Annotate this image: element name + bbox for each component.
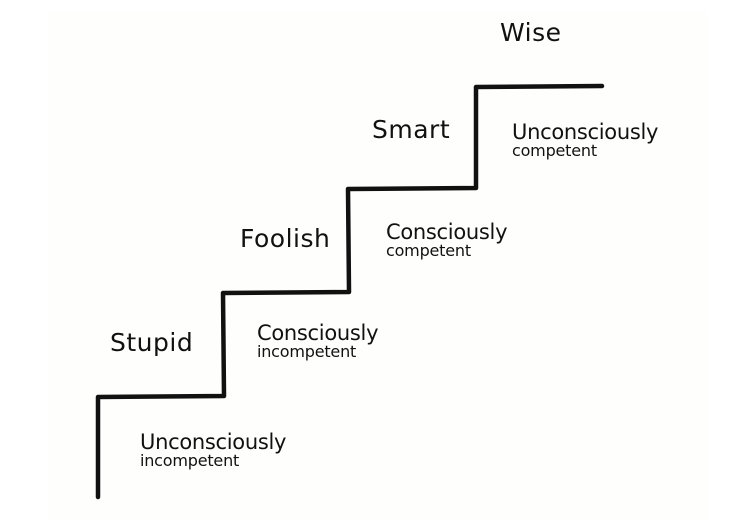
stage-line-2: competent: [386, 241, 471, 260]
stage-label-unconsciously-competent: Unconsciously competent: [512, 122, 658, 159]
stage-line-2: incompetent: [257, 342, 357, 361]
level-label-foolish: Foolish: [240, 224, 331, 253]
stage-line-2: competent: [512, 141, 597, 160]
stage-line-2: incompetent: [140, 451, 240, 470]
stage-line-1: Consciously: [386, 220, 508, 244]
stage-label-consciously-incompetent: Consciously incompetent: [257, 321, 379, 361]
stage-line-1: Consciously: [257, 321, 379, 345]
level-label-stupid: Stupid: [110, 328, 194, 357]
level-label-wise: Wise: [500, 18, 562, 47]
stage-line-1: Unconsciously: [512, 120, 659, 144]
paper-background: [48, 10, 708, 520]
stage-label-consciously-competent: Consciously competent: [386, 220, 508, 260]
stage-label-unconsciously-incompetent: Unconsciously incompetent: [140, 432, 286, 469]
stage-line-1: Unconsciously: [140, 430, 287, 454]
level-label-smart: Smart: [372, 115, 451, 144]
